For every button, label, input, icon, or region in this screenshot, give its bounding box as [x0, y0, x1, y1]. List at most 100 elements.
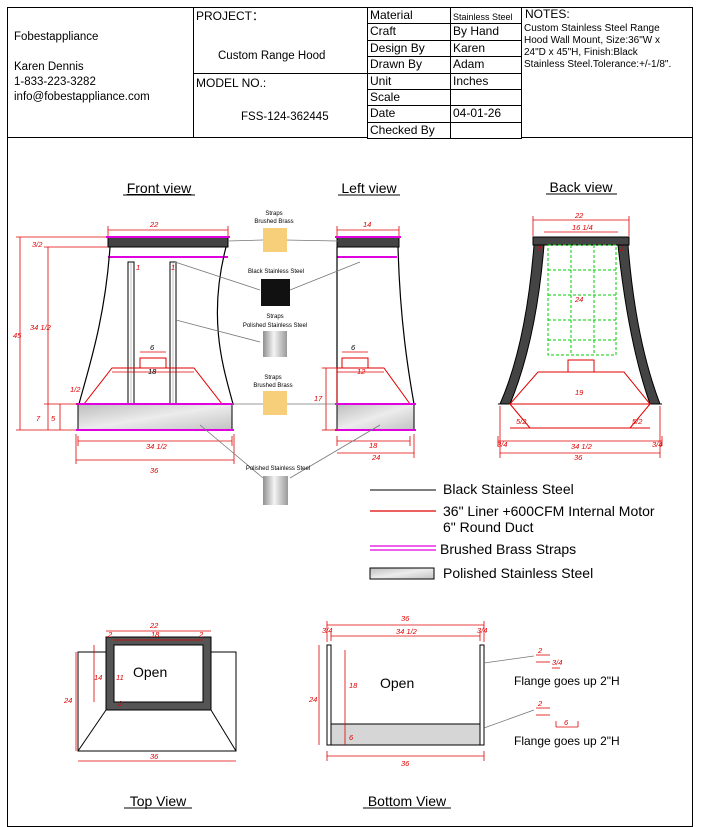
legend: Black Stainless Steel 36" Liner +600CFM …	[369, 481, 655, 581]
front-dim-height: 45	[13, 331, 22, 340]
front-dim-strap-l: 1	[136, 263, 140, 272]
bottom-floor	[330, 723, 481, 746]
swatches: Straps Brushed Brass Black Stainless Ste…	[243, 211, 310, 505]
left-top-cap	[336, 236, 400, 248]
back-dimensions	[497, 216, 663, 458]
bottom-dim-f2: 3/4	[552, 658, 562, 667]
back-dim-height: 24	[574, 295, 583, 304]
legend-red-label: 36" Liner +600CFM Internal Motor	[443, 503, 655, 519]
spec-value: By Hand	[453, 24, 500, 39]
swatch4-label-b: Brushed Brass	[253, 383, 292, 389]
back-dim-base: 34 1/2	[571, 442, 593, 451]
back-dim-side-r: 2	[619, 244, 625, 253]
model-label: MODEL NO.:	[196, 76, 267, 90]
spec-label: Checked By	[370, 122, 435, 137]
project-value: Custom Range Hood	[218, 50, 326, 62]
legend-black-label: Black Stainless Steel	[443, 481, 574, 497]
top-view: Open	[77, 636, 237, 752]
spec-label: Drawn By	[370, 57, 423, 72]
bottom-dim-e2: 3/4	[477, 626, 487, 635]
front-dim-h3: 5	[51, 414, 56, 423]
bottom-dim-lip: 6	[349, 733, 354, 742]
left-dim-liner: 12	[357, 367, 366, 376]
legend-magenta-label: Brushed Brass Straps	[440, 541, 576, 557]
back-view-title: Back view	[549, 179, 613, 195]
spec-label: Material	[370, 8, 413, 22]
back-dim-s1: 5/2	[516, 417, 527, 426]
swatch3-label-b: Polished Stainless Steel	[243, 323, 307, 329]
spec-value: Adam	[453, 57, 485, 72]
swatch-brushed-brass-1	[263, 228, 287, 252]
legend-red-label-2: 6" Round Duct	[443, 519, 534, 535]
bottom-dim-in-h: 18	[349, 681, 358, 690]
top-view-title: Top View	[130, 793, 187, 809]
front-dim-labels: 22 3/2 45 34 1/2 1/2 7 5 6 18 34 1/2 36 …	[13, 220, 175, 475]
swatch1-label-a: Straps	[265, 211, 282, 217]
top-dim-corner: 2	[117, 699, 123, 708]
front-dim-base: 34 1/2	[146, 442, 168, 451]
legend-grey-label: Polished Stainless Steel	[443, 565, 593, 581]
left-base-band	[336, 403, 415, 431]
back-liner-leg-r	[629, 403, 651, 429]
back-right-strap	[617, 244, 661, 405]
top-dim-side-r: 2	[198, 630, 204, 639]
spec-label: Date	[370, 106, 396, 121]
bottom-open-label: Open	[380, 675, 414, 691]
left-dim-total: 24	[371, 453, 380, 462]
swatch5-label: Polished Stainless Steel	[246, 466, 310, 472]
spec-value: Stainless Steel	[453, 12, 513, 22]
back-dim-inner: 16 1/4	[572, 223, 593, 232]
back-liner-leg-l	[509, 403, 531, 429]
left-view-title: Left view	[341, 180, 397, 196]
front-dim-top: 22	[149, 220, 159, 229]
bottom-dim-w: 36	[401, 614, 410, 623]
bottom-dim-e1: 3/4	[322, 626, 332, 635]
top-diag-l	[77, 709, 107, 752]
bottom-dim-bot: 36	[401, 759, 410, 768]
bottom-dim-in-w: 34 1/2	[396, 627, 418, 636]
front-dim-total: 36	[150, 466, 159, 475]
front-dim-motor: 6	[150, 343, 155, 352]
top-dim-d-in: 11	[116, 673, 124, 682]
back-dim-s2: 5/2	[632, 417, 643, 426]
back-top-cap	[532, 236, 630, 246]
bottom-dimensions	[318, 621, 579, 761]
back-left-strap	[499, 244, 545, 405]
swatch-black-stainless	[261, 279, 290, 306]
front-view-title: Front view	[127, 180, 192, 196]
back-green-frame	[547, 244, 617, 356]
leader-lines	[174, 239, 381, 479]
model-value: FSS-124-362445	[241, 111, 329, 123]
left-dim-motor: 6	[351, 343, 356, 352]
spec-value: 04-01-26	[453, 106, 502, 121]
top-dim-w: 22	[149, 621, 159, 630]
bottom-view-title: Bottom View	[368, 793, 447, 809]
spec-value: Karen	[453, 40, 486, 55]
spec-label: Unit	[370, 73, 392, 88]
top-dim-bottom: 36	[150, 752, 159, 761]
contact-email[interactable]: info@fobestappliance.com	[14, 91, 150, 103]
bottom-dim-h: 24	[308, 695, 317, 704]
top-opening	[113, 644, 204, 703]
front-dim-strap-r: 1	[171, 263, 175, 272]
bottom-dim-f3: 2	[537, 699, 543, 708]
bottom-wall-r	[479, 644, 485, 746]
back-dim-side-l: 2	[536, 244, 542, 253]
bottom-view: Open	[326, 644, 485, 746]
top-dim-inner: 18	[151, 630, 160, 639]
back-dim-e1: 3/4	[497, 440, 507, 449]
swatch1-label-b: Brushed Brass	[254, 219, 293, 225]
back-dim-e2: 3/4	[652, 440, 662, 449]
top-diag-r	[210, 709, 237, 752]
front-view	[76, 236, 234, 431]
top-dim-side-l: 2	[107, 630, 113, 639]
left-liner	[336, 367, 411, 405]
back-dim-h2: 19	[575, 388, 584, 397]
back-dim-labels: 22 16 1/4 24 2 2 19 5/2 5/2 3/4 34 1/2 3…	[497, 211, 662, 462]
notes-cell	[521, 7, 693, 138]
swatch3-label-a: Straps	[266, 314, 283, 320]
back-motor	[567, 359, 595, 373]
swatch-polished-stainless-2	[263, 476, 288, 505]
bottom-wall-l	[326, 644, 332, 746]
